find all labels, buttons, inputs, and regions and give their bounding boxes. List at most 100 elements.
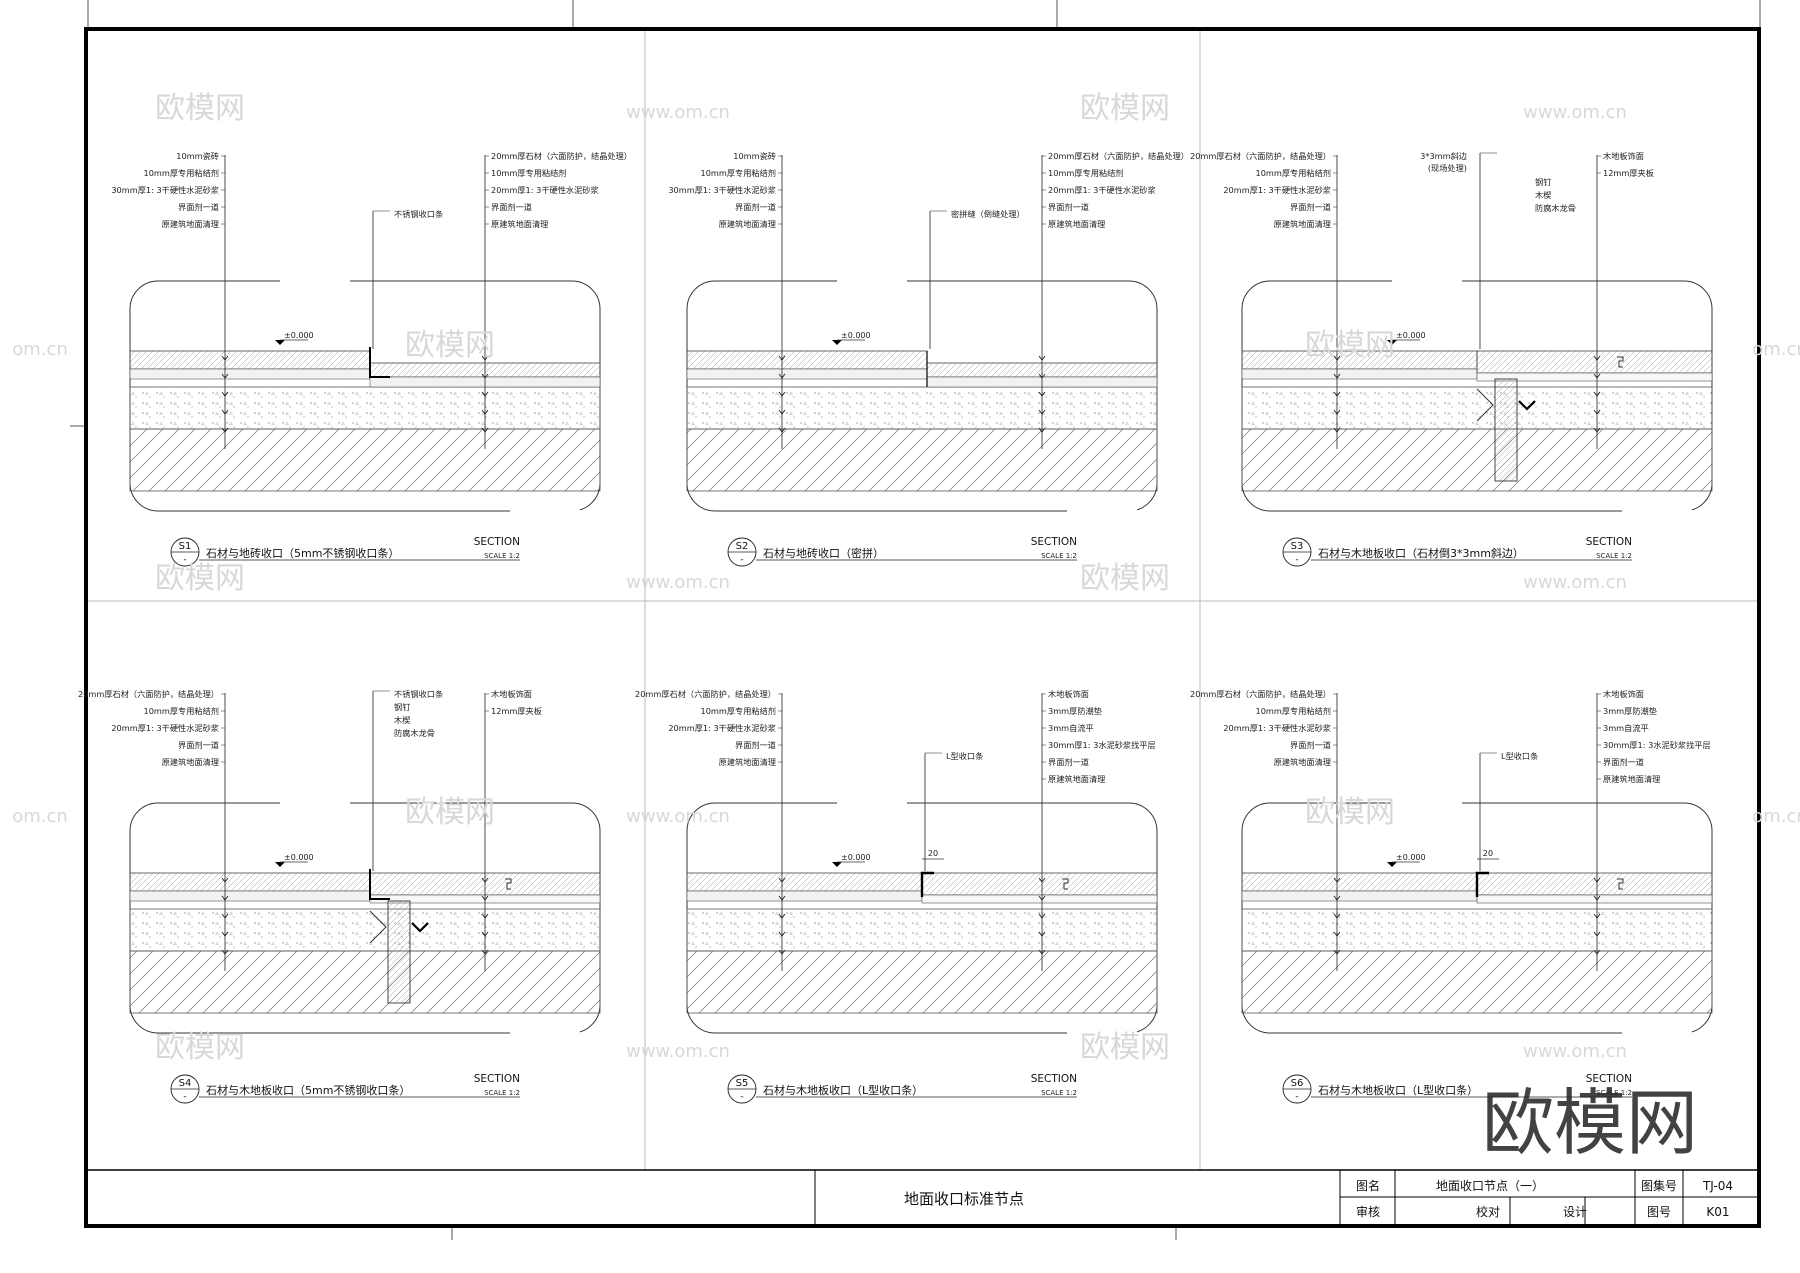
wood-floor-layer (921, 872, 1158, 896)
level-text: ±0.000 (1396, 853, 1426, 862)
steel-trim-strip (369, 869, 390, 900)
title-block-number-label: 图号 (1647, 1205, 1671, 1219)
right-callout-label: 原建筑地面清理 (1603, 774, 1660, 784)
url-watermark: www.om.cn (1523, 572, 1627, 593)
right-callout-label: 原建筑地面清理 (491, 219, 548, 229)
url-watermark-edge: om.cn (1752, 806, 1800, 827)
right-callout-label: 3mm厚防潮垫 (1603, 706, 1657, 716)
section-label: SECTION (474, 536, 520, 548)
detail-title: 石材与地砖收口（密拼） (763, 546, 884, 560)
right-callout-label: 3mm自流平 (1603, 723, 1649, 733)
left-callout-label: 原建筑地面清理 (162, 219, 219, 229)
structure-slab (129, 428, 601, 492)
left-callout-label: 原建筑地面清理 (719, 219, 776, 229)
left-callout-label: 20mm厚1: 3干硬性水泥砂浆 (111, 723, 219, 733)
detail-sheet-ref: - (1295, 555, 1298, 565)
detail-id: S1 (179, 541, 192, 552)
url-watermark-edge: om.cn (1752, 339, 1800, 360)
mid-callout-label: 木楔 (394, 715, 410, 725)
left-callout-label: 原建筑地面清理 (1274, 757, 1331, 767)
url-watermark-edge: om.cn (12, 339, 68, 360)
mid-callout-label: 防腐木龙骨 (1535, 203, 1576, 213)
detail-sheet-ref: - (183, 555, 186, 565)
level-text: ±0.000 (841, 853, 871, 862)
right-callout-label: 10mm厚专用粘结剂 (491, 168, 567, 178)
detail-sheet-ref: - (740, 1092, 743, 1102)
left-finish-layer (686, 872, 923, 892)
left-finish-layer (686, 350, 928, 370)
scale-label: SCALE 1:2 (484, 552, 520, 560)
brand-watermark-large: 欧模网 (1482, 1081, 1698, 1165)
title-block-check-label: 校对 (1476, 1204, 1500, 1219)
detail-panels: ±0.000 10mm瓷砖 10mm厚专用粘结剂 30mm厚1: 3干硬性水泥砂浆界面… (78, 151, 1713, 1104)
scale-label: SCALE 1:2 (1596, 1089, 1632, 1097)
right-callout-label: 12mm厚夹板 (1603, 168, 1654, 178)
detail-panel-s5: 20±0.00020mm厚石材（六面防护，结晶处理）10mm厚专用粘结剂20mm… (635, 689, 1158, 1104)
level-marker (275, 340, 285, 345)
brand-watermark: 欧模网 (1080, 1030, 1170, 1065)
brand-watermark: 欧模网 (1080, 91, 1170, 126)
left-finish-layer (1241, 872, 1478, 892)
structure-slab (686, 428, 1158, 492)
right-callout-label: 界面剂一道 (1048, 202, 1089, 212)
right-callout-label: 界面剂一道 (491, 202, 532, 212)
level-text: ±0.000 (841, 331, 871, 340)
left-callout-label: 10mm瓷砖 (176, 151, 219, 161)
wood-floor-layer (1476, 350, 1713, 374)
section-label: SECTION (1586, 536, 1632, 548)
plywood-layer (1476, 894, 1713, 904)
left-callout-label: 20mm厚石材（六面防护，结晶处理） (1190, 689, 1331, 699)
detail-sheet-ref: - (1295, 1092, 1298, 1102)
mid-callout-label: 不锈钢收口条 (394, 209, 443, 219)
url-watermark-edge: om.cn (12, 806, 68, 827)
left-finish-layer (129, 350, 371, 370)
structure-slab (686, 950, 1158, 1014)
right-callout-label: 30mm厚1: 3水泥砂浆找平层 (1048, 740, 1156, 750)
timber-joist (387, 900, 411, 1004)
left-callout-label: 20mm厚1: 3干硬性水泥砂浆 (1223, 185, 1331, 195)
right-callout-label: 10mm厚专用粘结剂 (1048, 168, 1124, 178)
right-callout-label: 木地板饰面 (1603, 151, 1644, 161)
left-callout-label: 10mm厚专用粘结剂 (701, 706, 777, 716)
left-callout-label: 原建筑地面清理 (162, 757, 219, 767)
right-callout-label: 原建筑地面清理 (1048, 219, 1105, 229)
detail-id: S5 (736, 1078, 749, 1089)
level-text: ±0.000 (284, 331, 314, 340)
right-callout-label: 20mm厚1: 3干硬性水泥砂浆 (1048, 185, 1156, 195)
right-callout-label: 3mm自流平 (1048, 723, 1094, 733)
url-watermark: www.om.cn (626, 102, 730, 123)
right-callout-label: 20mm厚石材（六面防护，结晶处理） (491, 151, 632, 161)
left-callout-label: 30mm厚1: 3干硬性水泥砂浆 (111, 185, 219, 195)
title-block: 地面收口标准节点 图名 地面收口节点（一） 图集号 TJ-04 审核 校对 设计… (814, 1170, 1757, 1224)
left-callout-label: 界面剂一道 (735, 202, 776, 212)
l-trim-strip (1475, 871, 1489, 897)
url-watermark: www.om.cn (626, 806, 730, 827)
right-callout-label: 界面剂一道 (1603, 757, 1644, 767)
adhesive-layer (1241, 890, 1478, 902)
nail-mark (1518, 400, 1536, 411)
left-callout-label: 原建筑地面清理 (1274, 219, 1331, 229)
left-finish-layer (129, 872, 371, 892)
right-callout-label: 原建筑地面清理 (1048, 774, 1105, 784)
mortar-layer (686, 908, 1158, 952)
scale-label: SCALE 1:2 (1596, 552, 1632, 560)
structure-slab (1241, 428, 1713, 492)
adhesive-layer (129, 368, 371, 380)
left-callout-label: 界面剂一道 (178, 740, 219, 750)
mid-callout-label: L型收口条 (946, 751, 983, 761)
adhesive-layer (1241, 368, 1478, 380)
brand-watermark: 欧模网 (155, 561, 245, 596)
left-callout-label: 原建筑地面清理 (719, 757, 776, 767)
scale-label: SCALE 1:2 (484, 1089, 520, 1097)
structure-slab (1241, 950, 1713, 1014)
detail-panel-s1: ±0.000 10mm瓷砖 10mm厚专用粘结剂 30mm厚1: 3干硬性水泥砂浆界面… (111, 151, 632, 567)
nail-mark (411, 922, 429, 933)
mortar-layer (129, 386, 601, 430)
mid-callout-label: 3*3mm斜边 (1420, 151, 1467, 161)
mortar-layer (1241, 908, 1713, 952)
detail-title: 石材与木地板收口（L型收口条） (763, 1083, 923, 1097)
title-block-set-label: 图集号 (1641, 1178, 1677, 1193)
sheet-title: 地面收口标准节点 (904, 1190, 1024, 1208)
detail-panel-s4: ±0.00020mm厚石材（六面防护，结晶处理）10mm厚专用粘结剂20mm厚1… (78, 689, 601, 1104)
